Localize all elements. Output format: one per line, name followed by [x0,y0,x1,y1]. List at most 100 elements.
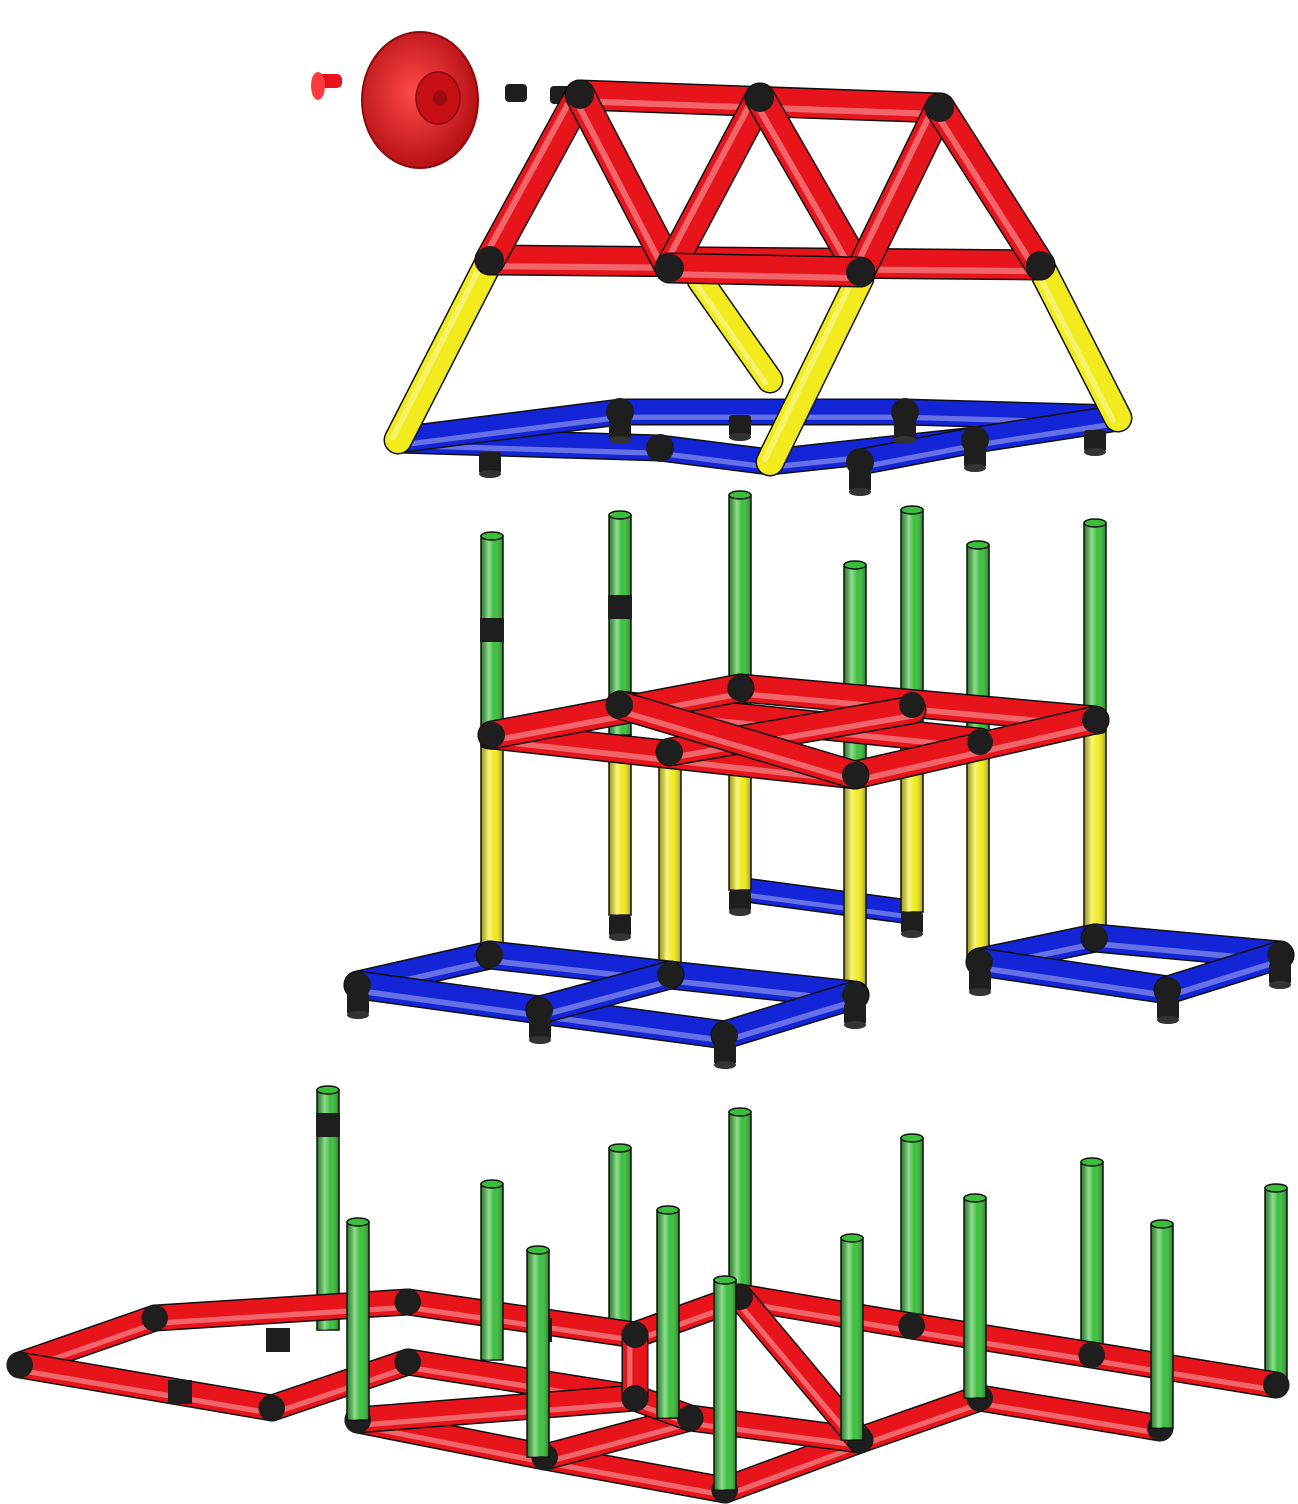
base-post-back-5-shade [1265,1188,1287,1385]
roof-red-tube-7 [926,94,1054,279]
middle-joint-6 [607,692,633,718]
roof-blue-tube-7 [848,428,987,474]
roof-foot-0-end [479,470,501,478]
middle-blue-joint-3 [657,962,683,988]
middle-joint-2 [842,762,868,788]
base-floor-tube-9-highlight [543,1420,695,1465]
roof-blue-tube-6-highlight [973,420,1122,448]
base-post-front-2-top [526,1245,550,1255]
base-joint-17 [677,1405,703,1431]
base-post-front-2-shade [527,1250,549,1457]
base-post-front-3-top [656,1205,680,1215]
base-post-front-4-shade [714,1280,736,1490]
axle-cap [505,84,527,102]
middle-foot-5-end [1157,1016,1179,1024]
base-floor-tube-14 [900,1314,1104,1367]
middle-blue-tube-10 [1155,942,1293,1003]
roof-foot-0 [479,452,501,474]
middle-green-post-4-top [966,540,990,550]
roof-blue-tube-7-highlight [858,442,979,470]
middle-yellow-post-0-shade [481,745,503,950]
base-floor-tube-9 [533,1406,702,1469]
base-floor-tube-13-highlight [736,1299,914,1334]
base-post-front-3-shade [657,1210,679,1418]
middle-foot-back-1 [729,890,751,912]
middle-blue-tube-8 [967,949,1181,1003]
middle-foot-0 [347,993,369,1015]
roof-blue-joint-7 [846,448,874,476]
base-post-back-3-shade [901,1138,923,1330]
middle-blue-joint-4 [712,1022,738,1048]
wheel-axle-hole [433,90,447,106]
middle-blue-tube-1-highlight [354,987,543,1019]
base-joint-1 [142,1305,168,1331]
base-post-front-0-shade [347,1222,369,1420]
base-floor-tube-15-highlight [1088,1357,1278,1393]
base-floor-tube-18-highlight [733,1297,859,1447]
middle-green-post-2-top [728,490,752,500]
base-floor-tube-17 [968,1386,1172,1440]
base-floor-tube-8 [346,1386,647,1432]
base-post-back-2-top [728,1107,752,1117]
middle-green-post-1-top [608,510,632,520]
base-floor-tube-13 [728,1285,924,1338]
middle-foot-back-0 [609,915,631,937]
roof-yellow-rafter-3 [1027,252,1131,431]
middle-green-post-5-shade [1084,523,1106,730]
pin-head [311,72,325,100]
base-floor-tube-1 [8,1353,284,1420]
roof-red-tube-2-highlight [481,88,578,261]
roof-foot-4-end [1084,448,1106,456]
base-post-back-1-shade [609,1148,631,1330]
middle-green-post-1-shade [609,515,631,735]
middle-green-post-5-top [1083,518,1107,528]
roof-yellow-rafter-1-highlight [693,280,769,386]
middle-foot-2-end [714,1061,736,1069]
middle-blue-tube-5 [712,982,868,1048]
roof-red-tube-8-highlight [666,271,863,282]
middle-blue-joint-2 [527,997,553,1023]
middle-joint-1 [657,739,683,765]
roof-blue-tube-4 [386,400,632,452]
middle-green-post-0-top [480,531,504,541]
middle-blue-tube-10-highlight [1166,957,1285,999]
roof-foot-5-end [849,488,871,496]
middle-foot-3 [844,1003,866,1025]
roof-red-tube-5-highlight [751,97,858,279]
base-post-back-4-top [1080,1157,1104,1167]
base-floor-tube-8-highlight [355,1400,639,1428]
base-post-front-1-shade [481,1184,503,1360]
middle-foot-6-end [1269,981,1291,989]
middle-foot-3-end [844,1021,866,1029]
base-joint-16 [1263,1372,1289,1398]
roof-foot-6 [964,446,986,468]
roof-red-joint-2 [926,94,954,122]
roof-foot-3-end [894,436,916,444]
roof-blue-tube-4-highlight [396,414,624,448]
middle-blue-joint-9 [1267,942,1293,968]
middle-blue-joint-1 [477,942,503,968]
base-post-back-2-shade [729,1112,751,1300]
middle-blue-joint-7 [1082,925,1108,951]
middle-foot-5 [1157,998,1179,1020]
middle-foot-back-2-end [901,930,923,938]
middle-green-post-6-top [843,560,867,570]
base-floor-band-1 [266,1328,290,1352]
base-post-cap-band [316,1113,340,1137]
base-post-front-4-top [713,1275,737,1285]
middle-foot-4-end [969,988,991,996]
roof-red-tube-3 [566,81,684,282]
middle-blue-joint-5 [842,982,868,1008]
base-floor-tube-16 [848,1386,992,1452]
base-post-back-4-shade [1081,1162,1103,1358]
roof-red-tube-3-highlight [571,94,668,274]
roof-red-tube-6 [846,94,954,286]
base-layer [6,1085,1290,1504]
roof-red-joint-4 [656,254,684,282]
base-post-back-1-top [608,1143,632,1153]
roof-red-tube-4 [656,84,774,282]
middle-blue-tube-8-highlight [976,964,1171,999]
roof-foot-2 [729,415,751,437]
base-post-front-5-shade [841,1238,863,1440]
